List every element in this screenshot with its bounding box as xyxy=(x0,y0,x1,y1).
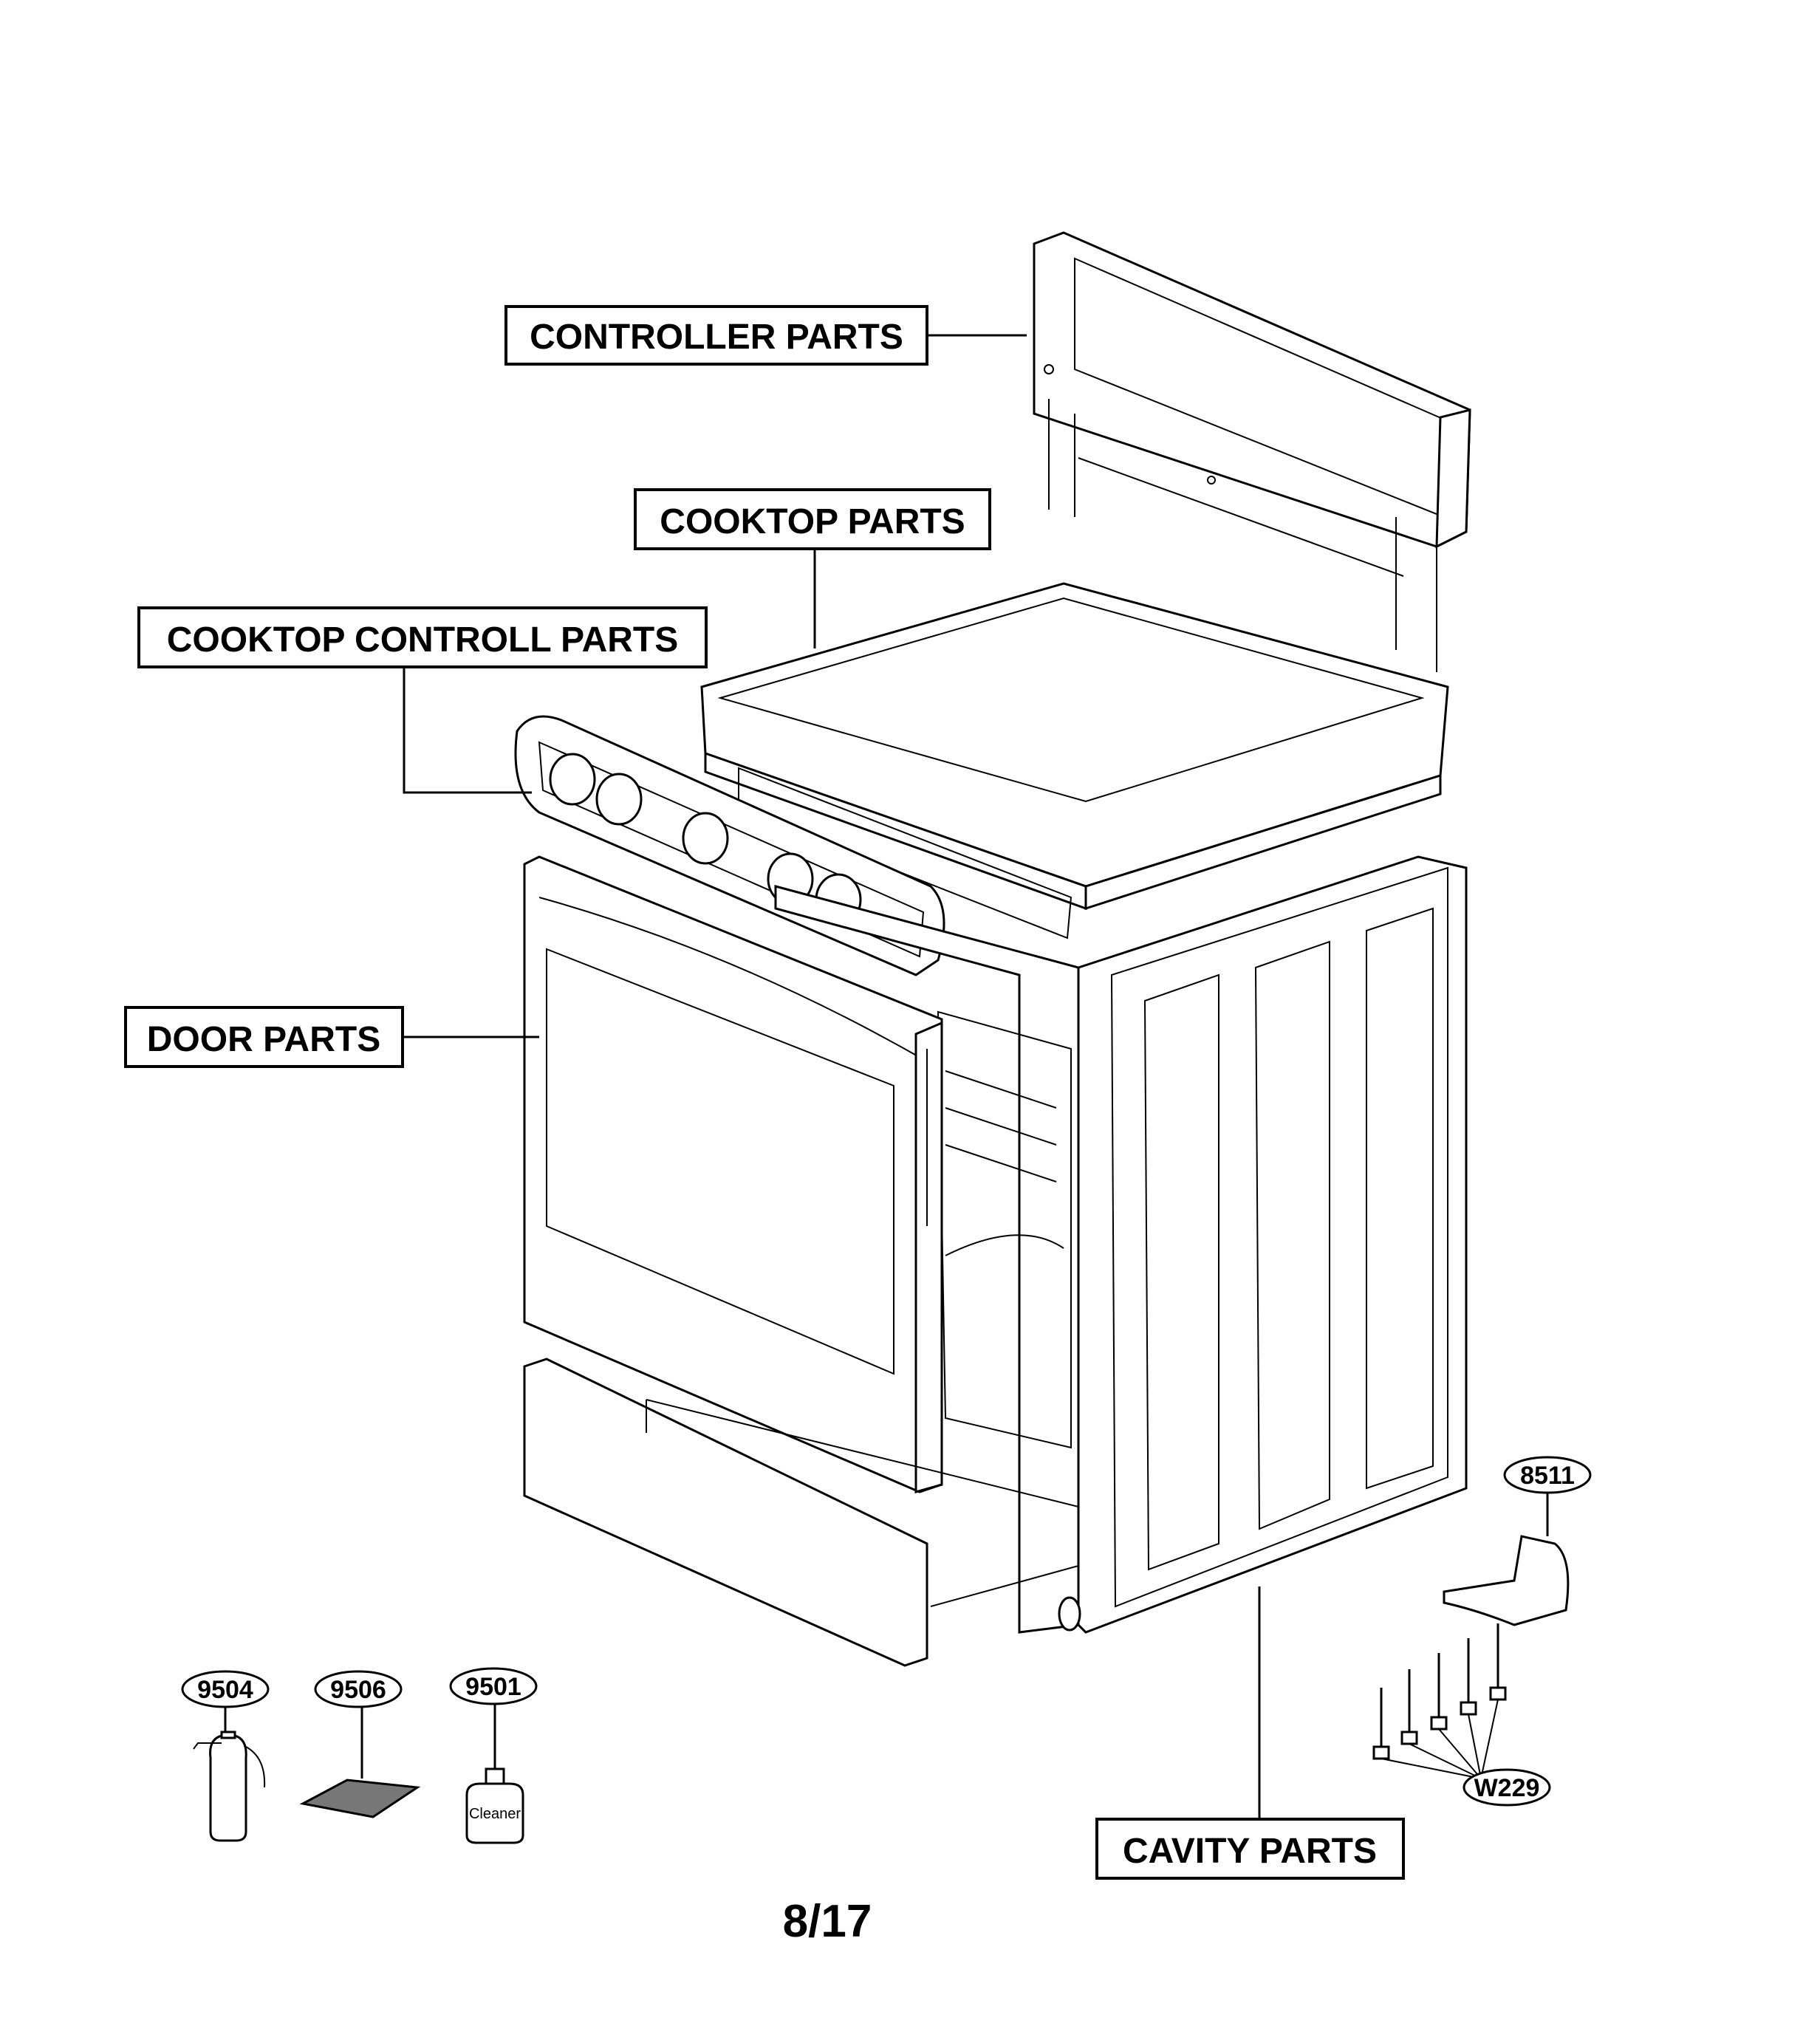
part-8511-bracket: 8511 xyxy=(1443,1456,1592,1626)
part-8511-label: 8511 xyxy=(1520,1462,1575,1490)
warming-drawer-drawing xyxy=(523,1358,1081,1667)
callout-door-parts: DOOR PARTS xyxy=(124,1006,539,1068)
part-9501-cleaner-bottle: 9501 Cleaner xyxy=(449,1667,538,1844)
part-w229-screws: W229 xyxy=(1372,1623,1551,1807)
page-number: 8/17 xyxy=(783,1896,872,1947)
cooktop-drawing xyxy=(700,582,1449,939)
part-9504-sprayer: 9504 xyxy=(181,1670,270,1842)
callout-cooktop-parts: COOKTOP PARTS xyxy=(634,488,991,648)
callout-cooktop-control-label: COOKTOP CONTROLL PARTS xyxy=(167,620,678,660)
callout-cooktop-control-parts: COOKTOP CONTROLL PARTS xyxy=(137,606,708,794)
callout-controller-label: CONTROLLER PARTS xyxy=(530,318,903,357)
part-9504-label: 9504 xyxy=(197,1676,253,1704)
screw-group xyxy=(1372,1623,1507,1760)
cleaner-bottle-text: Cleaner xyxy=(469,1806,521,1822)
callout-cavity-label: CAVITY PARTS xyxy=(1123,1832,1377,1871)
controller-backguard-drawing xyxy=(1033,231,1471,672)
callout-controller-parts: CONTROLLER PARTS xyxy=(504,305,1027,366)
part-w229-label: W229 xyxy=(1474,1774,1540,1802)
part-9506-label: 9506 xyxy=(330,1676,386,1704)
part-9501-label: 9501 xyxy=(465,1673,521,1701)
callout-cooktop-label: COOKTOP PARTS xyxy=(660,502,965,541)
callout-cavity-parts: CAVITY PARTS xyxy=(1095,1586,1405,1880)
part-9506-scrub-pad: 9506 xyxy=(299,1670,421,1818)
cavity-body-drawing xyxy=(774,855,1468,1634)
oven-door-drawing xyxy=(523,855,943,1493)
callout-door-label: DOOR PARTS xyxy=(147,1020,380,1059)
